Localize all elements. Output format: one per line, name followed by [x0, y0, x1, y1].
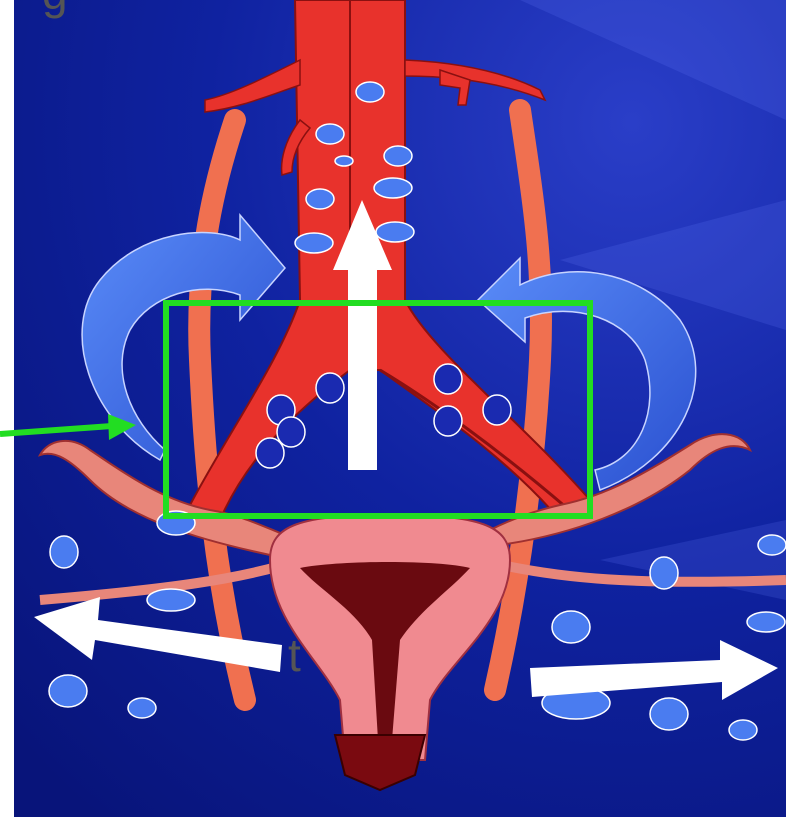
cropped-text-fragment-top: g: [42, 0, 68, 16]
cropped-text-fragment-left: t: [288, 632, 301, 678]
